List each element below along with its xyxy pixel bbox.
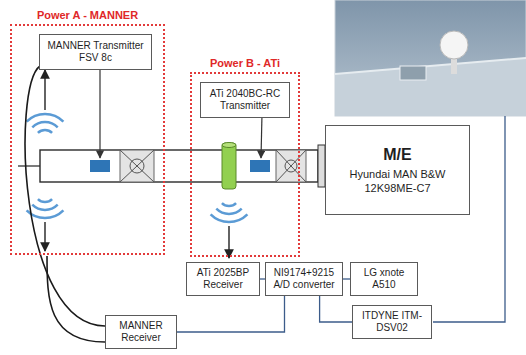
antenna	[44, 70, 45, 251]
device-box: ITDYNE ITM-DSV02	[352, 305, 432, 339]
wireless-symbol	[27, 114, 64, 218]
box-label: ITDYNE ITM-DSV02	[357, 310, 427, 334]
box-label: MANNER Transmitter FSV 8c	[44, 40, 147, 64]
receiver-box: ATi 2025BP Receiver	[186, 262, 260, 296]
leader-line	[99, 65, 100, 158]
leader-line	[261, 114, 262, 158]
sensor-ring	[222, 143, 236, 190]
power-region: Power A - MANNERMANNER Transmitter FSV 8…	[10, 24, 165, 255]
region-title: Power A - MANNER	[10, 9, 165, 22]
box-label: MANNER Receiver	[110, 320, 172, 344]
box-label: ATi 2025BP Receiver	[191, 267, 255, 291]
bearing-symbol	[120, 150, 154, 182]
receiver-cable	[25, 66, 105, 342]
box-detail: Hyundai MAN B&W 12K98ME-C7	[330, 168, 465, 194]
wireless-symbol	[211, 203, 248, 222]
power-region: Power B - ATiATi 2040BC-RC Transmitter	[190, 72, 300, 257]
transmitter-box: MANNER Transmitter FSV 8c	[39, 34, 152, 70]
box-label: ATi 2040BC-RC Transmitter	[205, 88, 285, 112]
engine-box: M/E Hyundai MAN B&W 12K98ME-C7	[325, 125, 470, 215]
sensor-photo	[335, 0, 526, 116]
bearing-symbol	[276, 150, 306, 182]
box-label: NI9174+9215 A/D converter	[270, 267, 338, 291]
converter-box: NI9174+9215 A/D converter	[265, 262, 343, 296]
signal-wire	[320, 296, 352, 322]
transmitter-unit	[250, 160, 270, 172]
region-title: Power B - ATi	[190, 57, 300, 70]
laptop-box: LG xnote A510	[350, 262, 418, 296]
antenna	[228, 226, 229, 258]
signal-wire	[177, 296, 285, 332]
box-label: M/E	[330, 145, 465, 164]
transmitter-box: ATi 2040BC-RC Transmitter	[200, 82, 290, 118]
shaft	[18, 145, 325, 187]
receiver-box: MANNER Receiver	[105, 315, 177, 349]
box-label: LG xnote A510	[355, 267, 413, 291]
transmitter-unit	[90, 160, 110, 172]
signal-wire	[343, 278, 350, 279]
